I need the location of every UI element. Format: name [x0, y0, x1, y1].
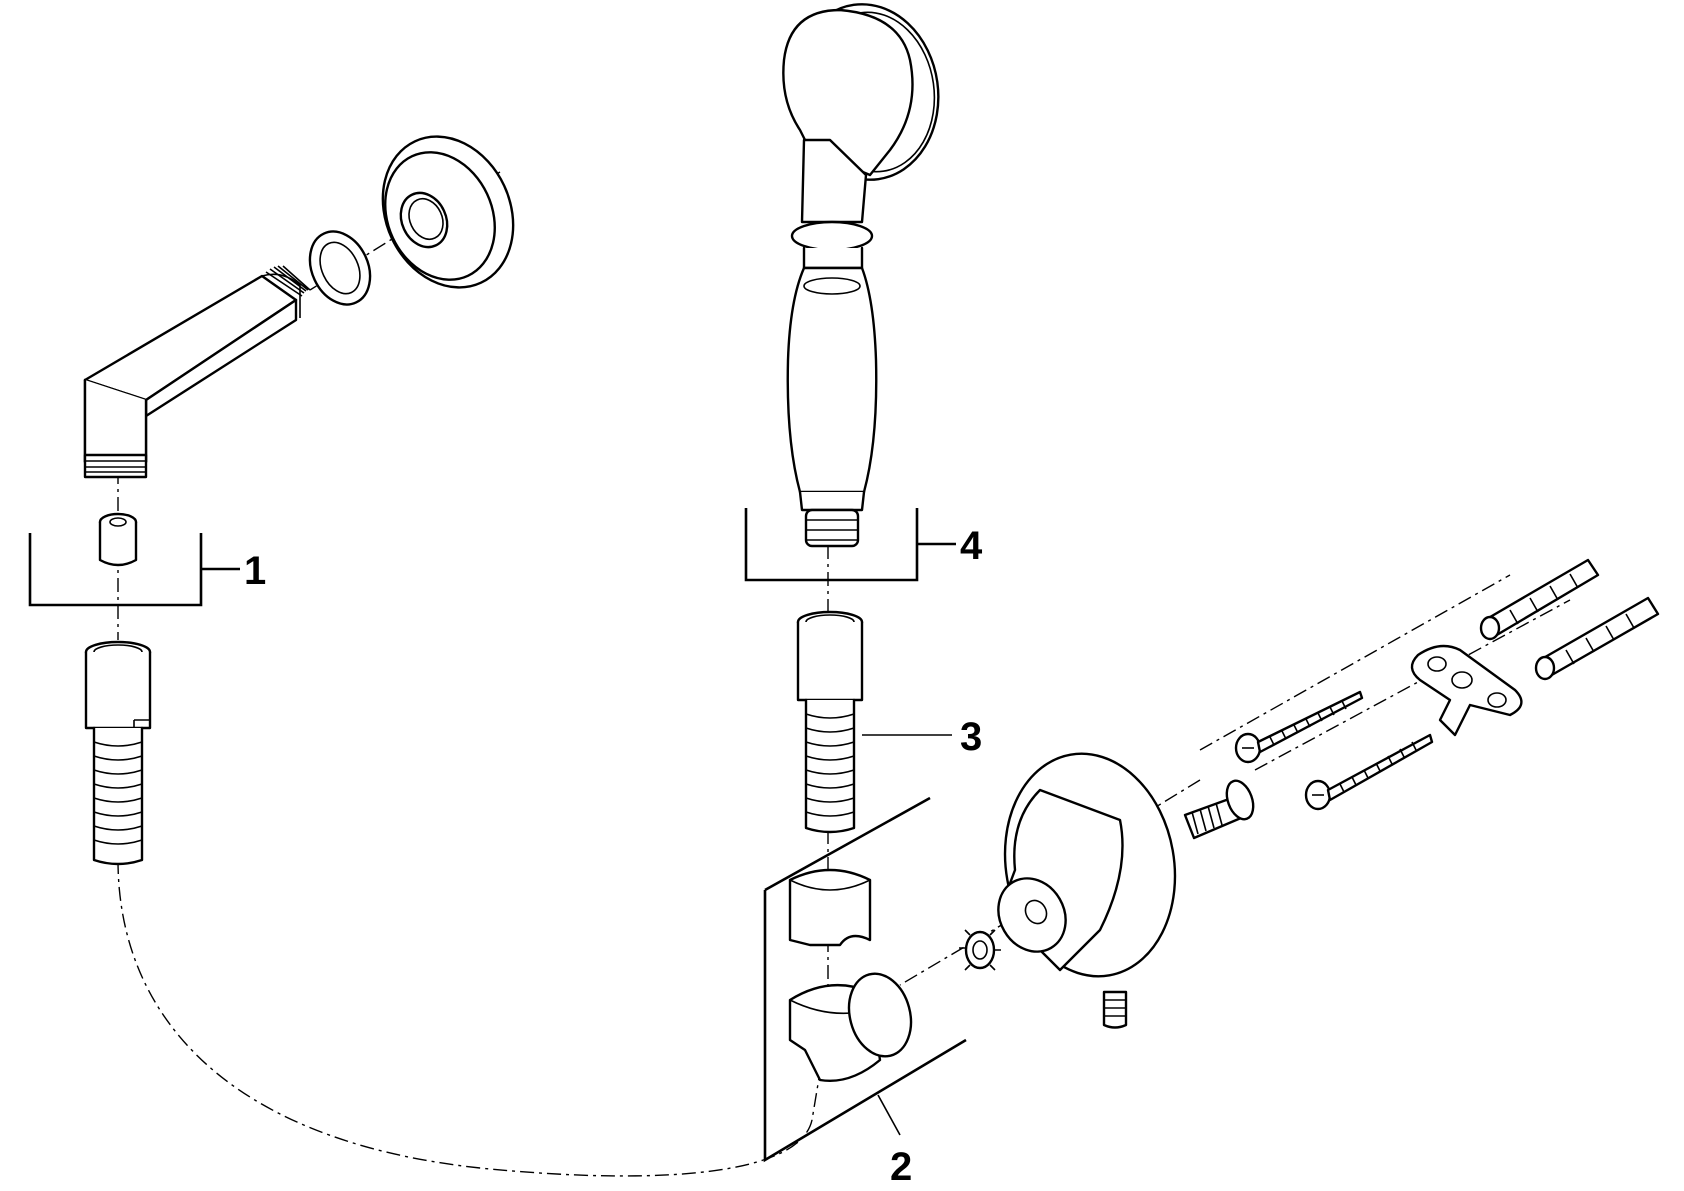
label-1: 1	[244, 549, 266, 593]
wall-elbow	[83, 265, 311, 479]
holder-assembly: 2	[763, 796, 1001, 1189]
bracket-4: 4	[744, 508, 983, 582]
grub-screw	[1102, 990, 1128, 1029]
nipple-insert	[98, 512, 138, 567]
wall-plug-lower	[1534, 596, 1660, 681]
wall-flange	[381, 135, 515, 289]
label-2: 2	[890, 1145, 912, 1189]
hose-end-right: 3	[796, 610, 982, 834]
label-4: 4	[960, 524, 983, 568]
hose-end-left	[84, 640, 152, 866]
label-3: 3	[960, 715, 982, 759]
threaded-stud	[1183, 779, 1255, 840]
screw-upper	[1234, 690, 1364, 764]
mounting-plate	[1410, 644, 1523, 737]
wall-bracket-cone	[997, 752, 1177, 978]
wall-plug-upper	[1479, 558, 1600, 641]
screw-lower	[1304, 733, 1434, 811]
bracket-1: 1	[28, 533, 266, 607]
hand-shower	[782, 3, 940, 548]
flange-seal-ring	[308, 230, 372, 306]
